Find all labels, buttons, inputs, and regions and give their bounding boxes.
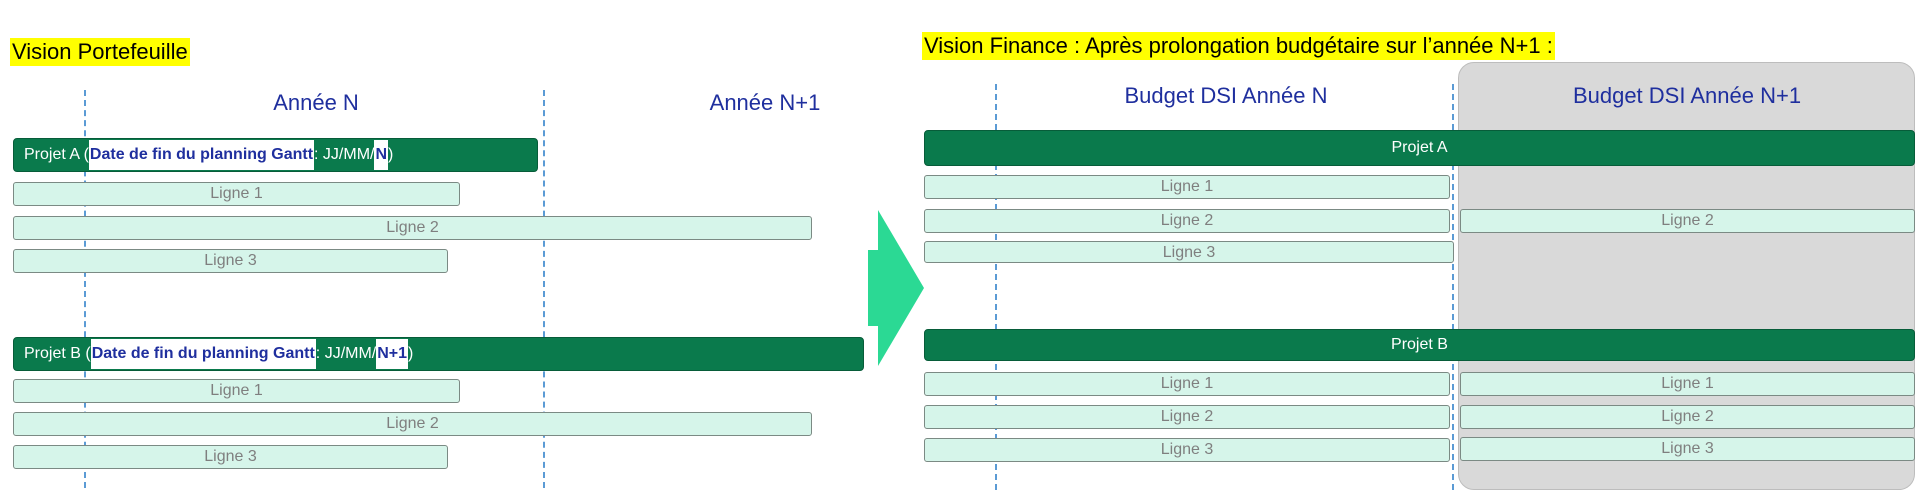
- right-project-b-line-2-n[interactable]: Ligne 2: [924, 405, 1450, 429]
- right-arrow-icon: [868, 210, 924, 366]
- left-project-b-bar[interactable]: Projet B (Date de fin du planning Gantt:…: [13, 337, 864, 371]
- left-title: Vision Portefeuille: [10, 38, 190, 66]
- right-project-b-line-2-n1[interactable]: Ligne 2: [1460, 405, 1915, 429]
- project-b-date-label: Date de fin du planning Gantt: [90, 339, 316, 369]
- project-a-prefix: Projet A (: [24, 146, 89, 163]
- project-a-end-year: N: [374, 140, 389, 170]
- project-a-date-label: Date de fin du planning Gantt: [88, 140, 315, 170]
- left-project-b-line-1[interactable]: Ligne 1: [13, 379, 460, 403]
- right-project-b-line-3-n1[interactable]: Ligne 3: [1460, 437, 1915, 461]
- right-title: Vision Finance : Après prolongation budg…: [922, 32, 1555, 60]
- left-project-a-line-1[interactable]: Ligne 1: [13, 182, 460, 206]
- right-guide-start: [995, 84, 997, 490]
- right-project-b-line-3-n[interactable]: Ligne 3: [924, 438, 1450, 462]
- right-project-a-line-2-n[interactable]: Ligne 2: [924, 209, 1450, 233]
- right-project-b-line-1-n1[interactable]: Ligne 1: [1460, 372, 1915, 396]
- project-a-suffix: ): [388, 146, 394, 163]
- left-guide-start: [84, 90, 86, 488]
- left-project-a-line-3[interactable]: Ligne 3: [13, 249, 448, 273]
- left-project-b-line-3[interactable]: Ligne 3: [13, 445, 448, 469]
- right-project-a-line-2-n1[interactable]: Ligne 2: [1460, 209, 1915, 233]
- left-project-a-bar[interactable]: Projet A (Date de fin du planning Gantt:…: [13, 138, 538, 172]
- project-a-date-mid: : JJ/MM/: [314, 146, 375, 163]
- right-project-a-line-3-n[interactable]: Ligne 3: [924, 241, 1454, 263]
- right-project-b-line-1-n[interactable]: Ligne 1: [924, 372, 1450, 396]
- right-guide-year-boundary: [1452, 84, 1454, 490]
- left-year-n1-label: Année N+1: [709, 90, 821, 115]
- right-project-a-bar[interactable]: Projet A: [924, 130, 1915, 166]
- project-b-date-mid: : JJ/MM/: [315, 345, 377, 362]
- project-b-end-year: N+1: [376, 339, 409, 369]
- left-project-a-line-2[interactable]: Ligne 2: [13, 216, 812, 240]
- project-b-prefix: Projet B (: [24, 345, 91, 362]
- budget-year-n-label: Budget DSI Année N: [1124, 83, 1328, 108]
- left-year-n-label: Année N: [273, 90, 359, 115]
- budget-year-n1-label: Budget DSI Année N+1: [1572, 83, 1802, 108]
- right-project-b-bar[interactable]: Projet B: [924, 329, 1915, 361]
- project-b-suffix: ): [408, 345, 414, 362]
- right-project-a-line-1-n[interactable]: Ligne 1: [924, 175, 1450, 199]
- left-guide-year-boundary: [543, 90, 545, 488]
- left-project-b-line-2[interactable]: Ligne 2: [13, 412, 812, 436]
